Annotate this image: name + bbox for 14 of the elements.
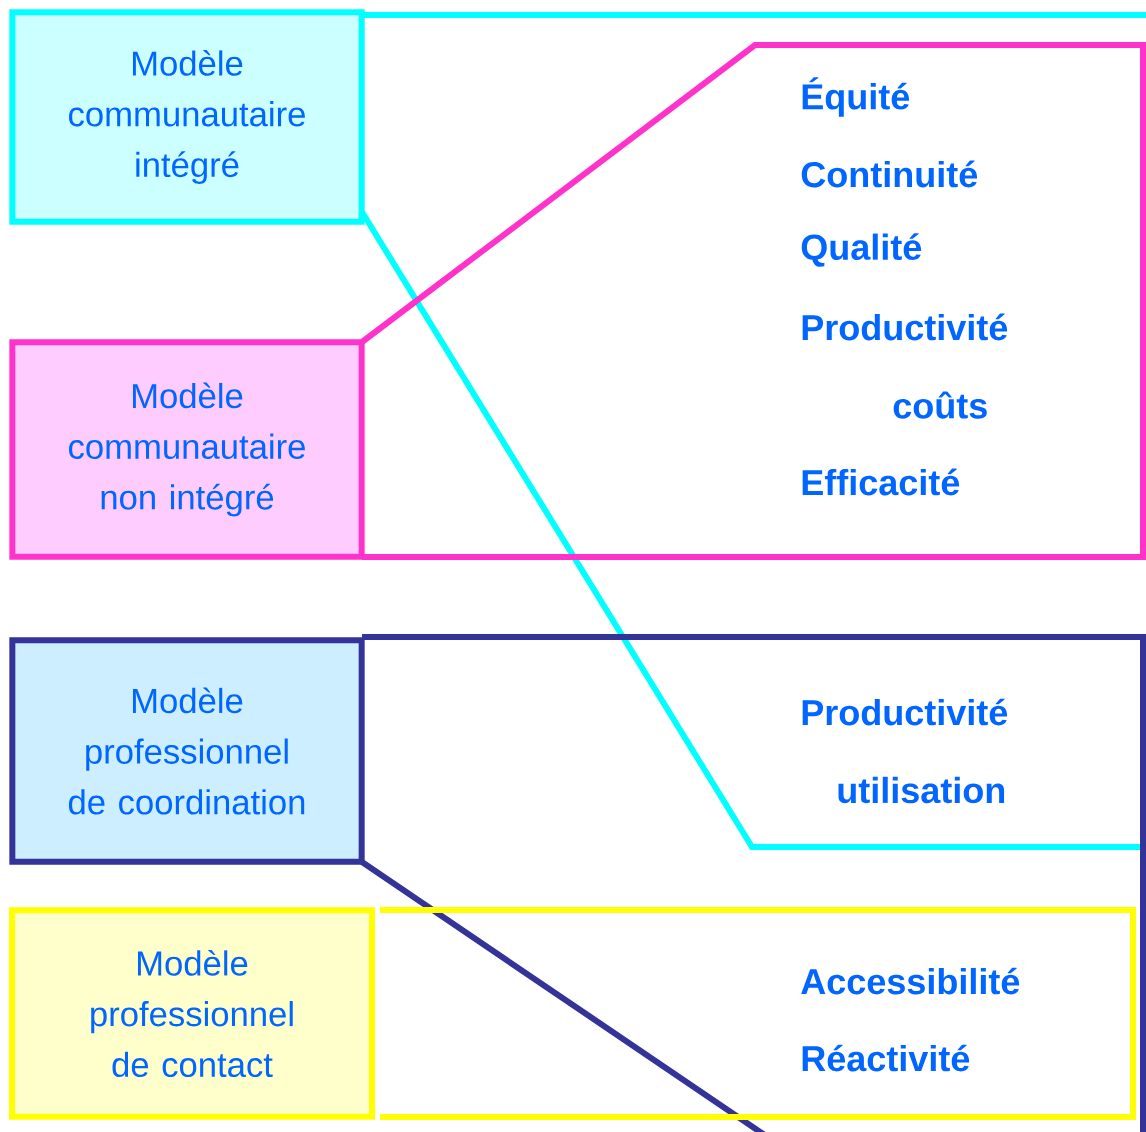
quality-label: Équité: [802, 77, 910, 117]
quality-label: Efficacité: [802, 468, 960, 496]
quality-label: coûts: [893, 391, 987, 419]
quality-label: Réactivité: [802, 1044, 970, 1072]
quality-label: Accessibilité: [801, 967, 1020, 995]
quality-label: Qualité: [801, 233, 922, 267]
quality-label: Productivité: [802, 698, 1008, 726]
model-box: Modèle communautaire non intégré: [9, 339, 365, 560]
quality-label: utilisation: [838, 776, 1005, 804]
model-box: Modèle professionnel de coordination: [9, 637, 365, 865]
quality-label: Productivité: [802, 313, 1008, 341]
model-box: Modèle communautaire intégré: [9, 9, 365, 225]
quality-label: Continuité: [801, 160, 978, 188]
model-box: Modèle professionnel de contact: [9, 907, 375, 1120]
